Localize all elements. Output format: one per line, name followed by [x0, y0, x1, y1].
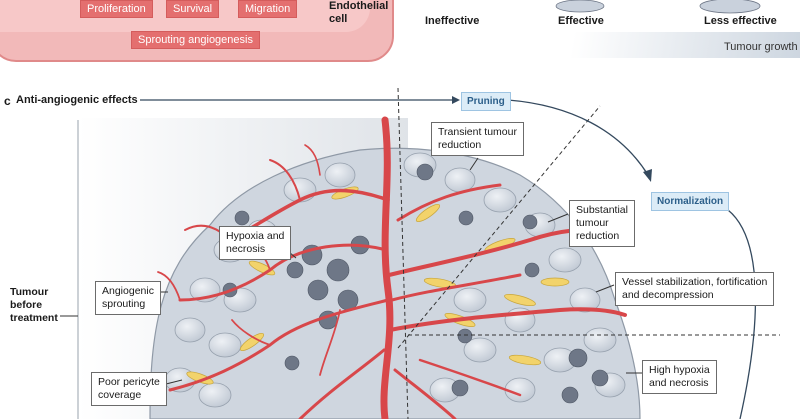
normalization-arrow: [507, 99, 649, 176]
less-effective-blob: [699, 0, 761, 14]
hypoxia-callout: Hypoxia and necrosis: [219, 226, 292, 260]
effective-label: Effective: [558, 15, 604, 27]
tumour-before-label: Tumour before treatment: [10, 286, 58, 324]
panel-letter: c: [4, 94, 11, 108]
endothelial-cell-label: Endothelial cell: [329, 0, 389, 25]
proliferation-box: Proliferation: [80, 0, 153, 18]
angiogenic-callout: Angiogenic sprouting: [95, 281, 161, 315]
high-hypoxia-callout: High hypoxia and necrosis: [642, 360, 717, 394]
pericyte-callout: Poor pericyte coverage: [91, 372, 167, 406]
survival-box: Survival: [166, 0, 220, 18]
transient-callout: Transient tumour reduction: [431, 122, 524, 156]
tumour-cells: [164, 152, 626, 408]
sprouting-box: Sprouting angiogenesis: [131, 31, 260, 49]
pericytes: [186, 186, 570, 385]
less-effective-label: Less effective: [704, 15, 777, 27]
divider-diagonal: [397, 105, 601, 349]
tumour-growth-label: Tumour growth: [724, 41, 798, 53]
substantial-callout: Substantial tumour reduction: [569, 200, 635, 247]
pruning-box: Pruning: [461, 92, 511, 111]
ineffective-label: Ineffective: [425, 15, 480, 27]
normalization-box: Normalization: [651, 192, 730, 211]
panel-title: Anti-angiogenic effects: [16, 94, 138, 106]
migration-box: Migration: [238, 0, 298, 18]
downward-arrow: [727, 209, 757, 419]
blood-vessels: [157, 116, 627, 419]
vessel-callout: Vessel stabilization, fortification and …: [615, 272, 775, 306]
effective-blob: [555, 0, 605, 13]
tumour-growth-bar: [420, 32, 800, 58]
divider-vertical: [397, 87, 409, 419]
